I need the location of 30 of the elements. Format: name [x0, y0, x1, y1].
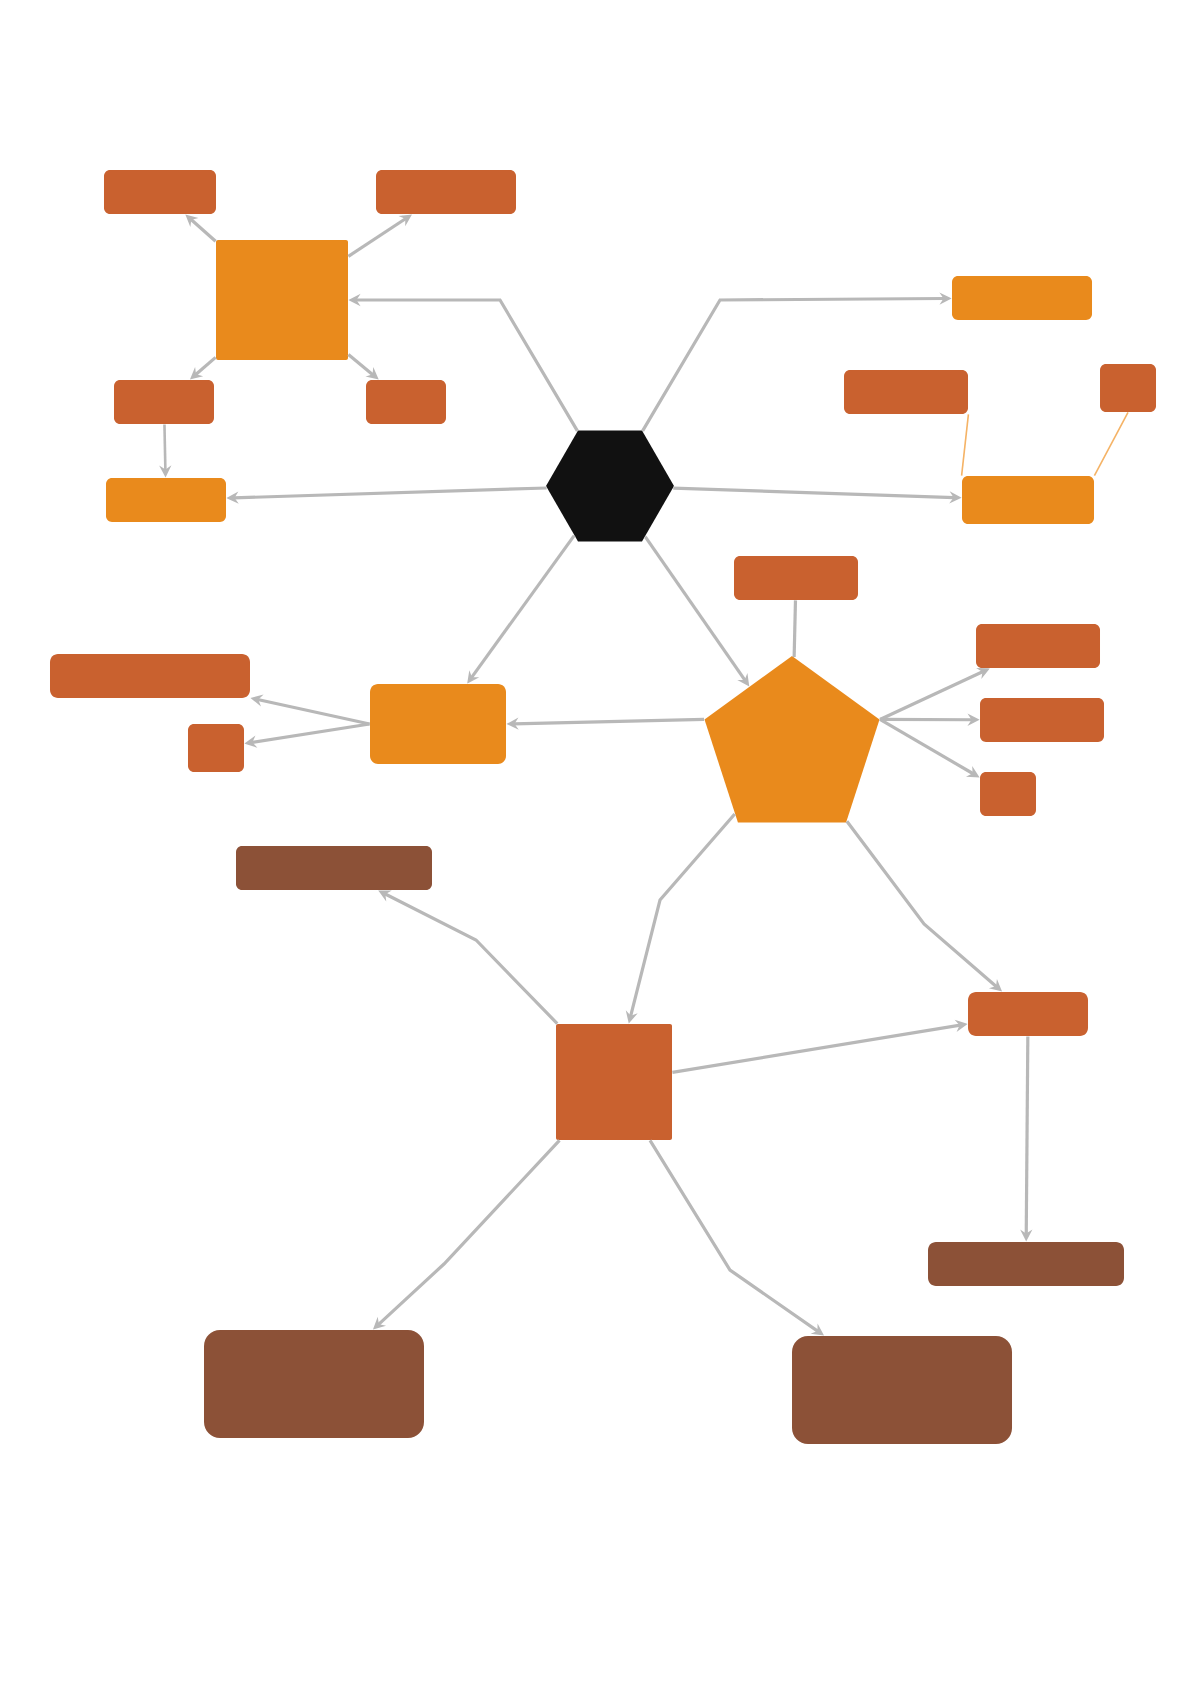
concept-box: [1100, 364, 1156, 412]
connector-line: [960, 413, 970, 477]
concept-box: [376, 170, 516, 214]
arrow: [347, 214, 412, 258]
concept-box: [980, 698, 1104, 742]
concept-box: [114, 380, 214, 424]
concept-box: [104, 170, 216, 214]
concept-box: [844, 370, 968, 414]
concept-box: [106, 478, 226, 522]
concept-box: [556, 1024, 672, 1140]
concept-box: [370, 684, 506, 764]
pentagon-shape: [704, 656, 880, 823]
connector-line: [792, 600, 798, 658]
concept-box: [968, 992, 1088, 1036]
concept-box: [366, 380, 446, 424]
concept-box: [980, 772, 1036, 816]
concept-box: [952, 276, 1092, 320]
concept-box: [236, 846, 432, 890]
concept-box: [928, 1242, 1124, 1286]
concept-box: [734, 556, 858, 600]
concept-box: [188, 724, 244, 772]
concept-box: [962, 476, 1094, 524]
concept-box: [50, 654, 250, 698]
connector-line: [1093, 411, 1129, 477]
concept-box: [204, 1330, 424, 1438]
concept-box: [976, 624, 1100, 668]
concept-box: [792, 1336, 1012, 1444]
hexagon-shape: [546, 430, 674, 542]
concept-box: [216, 240, 348, 360]
arrow: [347, 353, 379, 380]
